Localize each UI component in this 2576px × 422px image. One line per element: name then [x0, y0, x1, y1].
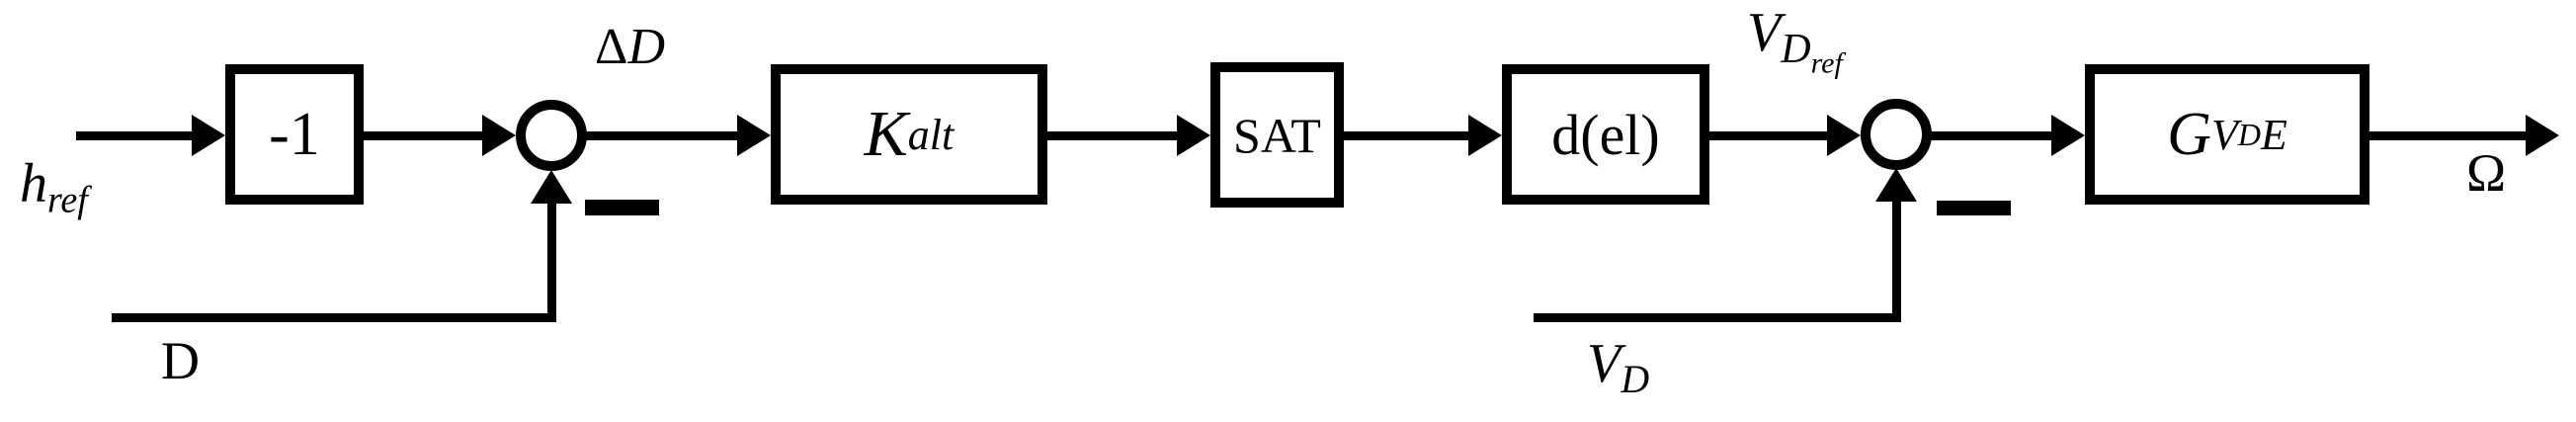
block-sat-label: SAT — [1233, 107, 1321, 163]
block-k-alt-sub: alt — [907, 110, 955, 159]
label-v-d-feedback-base: V — [1587, 333, 1621, 394]
arrowhead-kalt — [737, 115, 771, 156]
arrowhead-sat — [1177, 115, 1210, 156]
block-k-alt-base: K — [864, 98, 908, 170]
label-delta-d-prefix: Δ — [595, 19, 628, 75]
label-omega-text: Ω — [2466, 143, 2507, 203]
label-v-d-feedback-sub: D — [1620, 357, 1650, 402]
arrowhead-output — [2526, 115, 2559, 156]
line-input — [76, 131, 198, 140]
arrowhead-sum1 — [482, 115, 516, 156]
arrowhead-vd-feedback — [1875, 168, 1917, 202]
block-g-vde-sub2: D — [2237, 116, 2261, 152]
block-neg-one-label: -1 — [269, 100, 320, 168]
label-v-d-ref: VDref — [1747, 5, 1843, 79]
block-neg-one: -1 — [225, 64, 364, 205]
summing-junction-2 — [1861, 99, 1932, 170]
label-v-d-feedback: VD — [1587, 336, 1649, 399]
label-v-d-ref-subsub: ref — [1810, 46, 1843, 80]
block-sat: SAT — [1210, 62, 1344, 208]
label-d-feedback: D — [161, 334, 200, 387]
line-vd-feedback-horizontal — [1534, 313, 1901, 322]
label-h-ref-sub: ref — [47, 179, 88, 221]
arrowhead-del — [1468, 115, 1502, 156]
line-negone-to-sum1 — [360, 131, 486, 140]
label-delta-d: ΔD — [595, 22, 665, 73]
line-kalt-to-sat — [1043, 131, 1181, 140]
line-d-feedback-vertical — [547, 198, 556, 322]
arrowhead-d-feedback — [531, 170, 572, 204]
block-g-vde-sub3: E — [2260, 110, 2287, 159]
line-output — [2366, 131, 2530, 140]
line-vd-feedback-vertical — [1892, 198, 1901, 322]
label-h-ref: href — [20, 156, 88, 219]
arrowhead-sum2 — [1827, 115, 1861, 156]
summing-junction-1 — [516, 100, 587, 171]
line-sum2-to-gvde — [1928, 131, 2055, 140]
label-h-ref-base: h — [20, 153, 47, 214]
line-del-to-sum2 — [1705, 131, 1831, 140]
line-sat-to-del — [1340, 131, 1472, 140]
label-v-d-ref-sub: D — [1781, 26, 1811, 72]
arrowhead-gvde — [2051, 115, 2085, 156]
label-v-d-ref-base: V — [1747, 2, 1782, 63]
block-g-vde-sub1: V — [2210, 110, 2238, 159]
minus-sign-sum1 — [585, 200, 659, 215]
arrowhead-input — [192, 115, 225, 156]
minus-sign-sum2 — [1937, 201, 2011, 215]
line-sum1-to-kalt — [583, 131, 741, 140]
label-d-feedback-text: D — [161, 331, 200, 390]
line-d-feedback-horizontal — [112, 313, 556, 322]
block-g-vde-base: G — [2167, 100, 2211, 168]
block-d-el-label: d(el) — [1551, 102, 1660, 167]
label-delta-d-base: D — [627, 19, 666, 75]
label-omega: Ω — [2466, 146, 2506, 200]
block-d-el: d(el) — [1502, 64, 1709, 205]
